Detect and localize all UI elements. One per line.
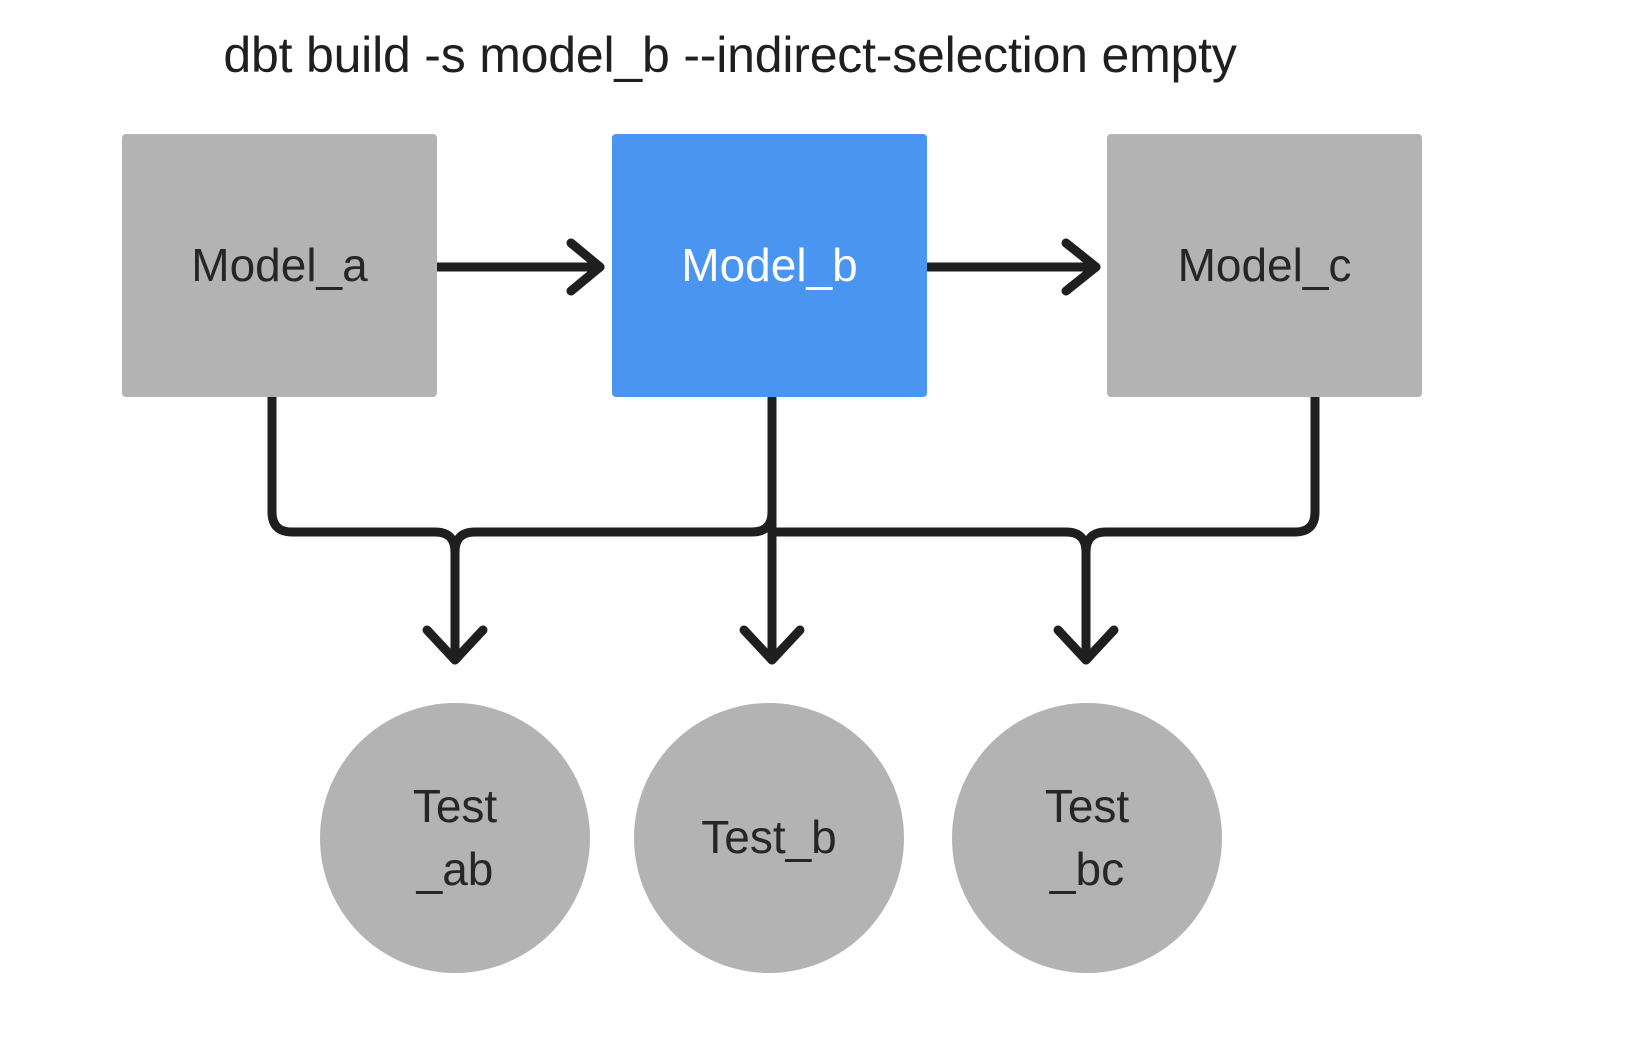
node-model-a[interactable]: Model_a	[122, 134, 437, 397]
edge-model-a-to-test-ab	[267, 392, 488, 665]
node-test-ab-label: Test _ab	[412, 779, 498, 895]
node-model-b-label: Model_b	[681, 238, 858, 291]
node-test-b-label: Test_b	[701, 811, 837, 864]
edge-model-b-to-model-c	[922, 238, 1101, 296]
node-test-bc[interactable]: Test _bc	[952, 703, 1222, 973]
edge-model-b-to-test-ab	[450, 392, 777, 557]
edge-model-b-to-test-b	[739, 392, 805, 665]
edge-model-c-to-test-bc	[1081, 392, 1320, 557]
node-test-ab[interactable]: Test _ab	[320, 703, 590, 973]
node-model-a-label: Model_a	[191, 238, 368, 291]
node-model-c-label: Model_c	[1177, 238, 1352, 291]
edge-model-a-to-model-b	[432, 238, 605, 296]
edge-model-b-to-test-bc	[767, 527, 1119, 665]
node-model-c[interactable]: Model_c	[1107, 134, 1422, 397]
node-test-bc-label: Test _bc	[1044, 779, 1130, 895]
diagram-title: dbt build -s model_b --indirect-selectio…	[223, 27, 1237, 83]
node-test-b[interactable]: Test_b	[634, 703, 904, 973]
node-model-b[interactable]: Model_b	[612, 134, 927, 397]
